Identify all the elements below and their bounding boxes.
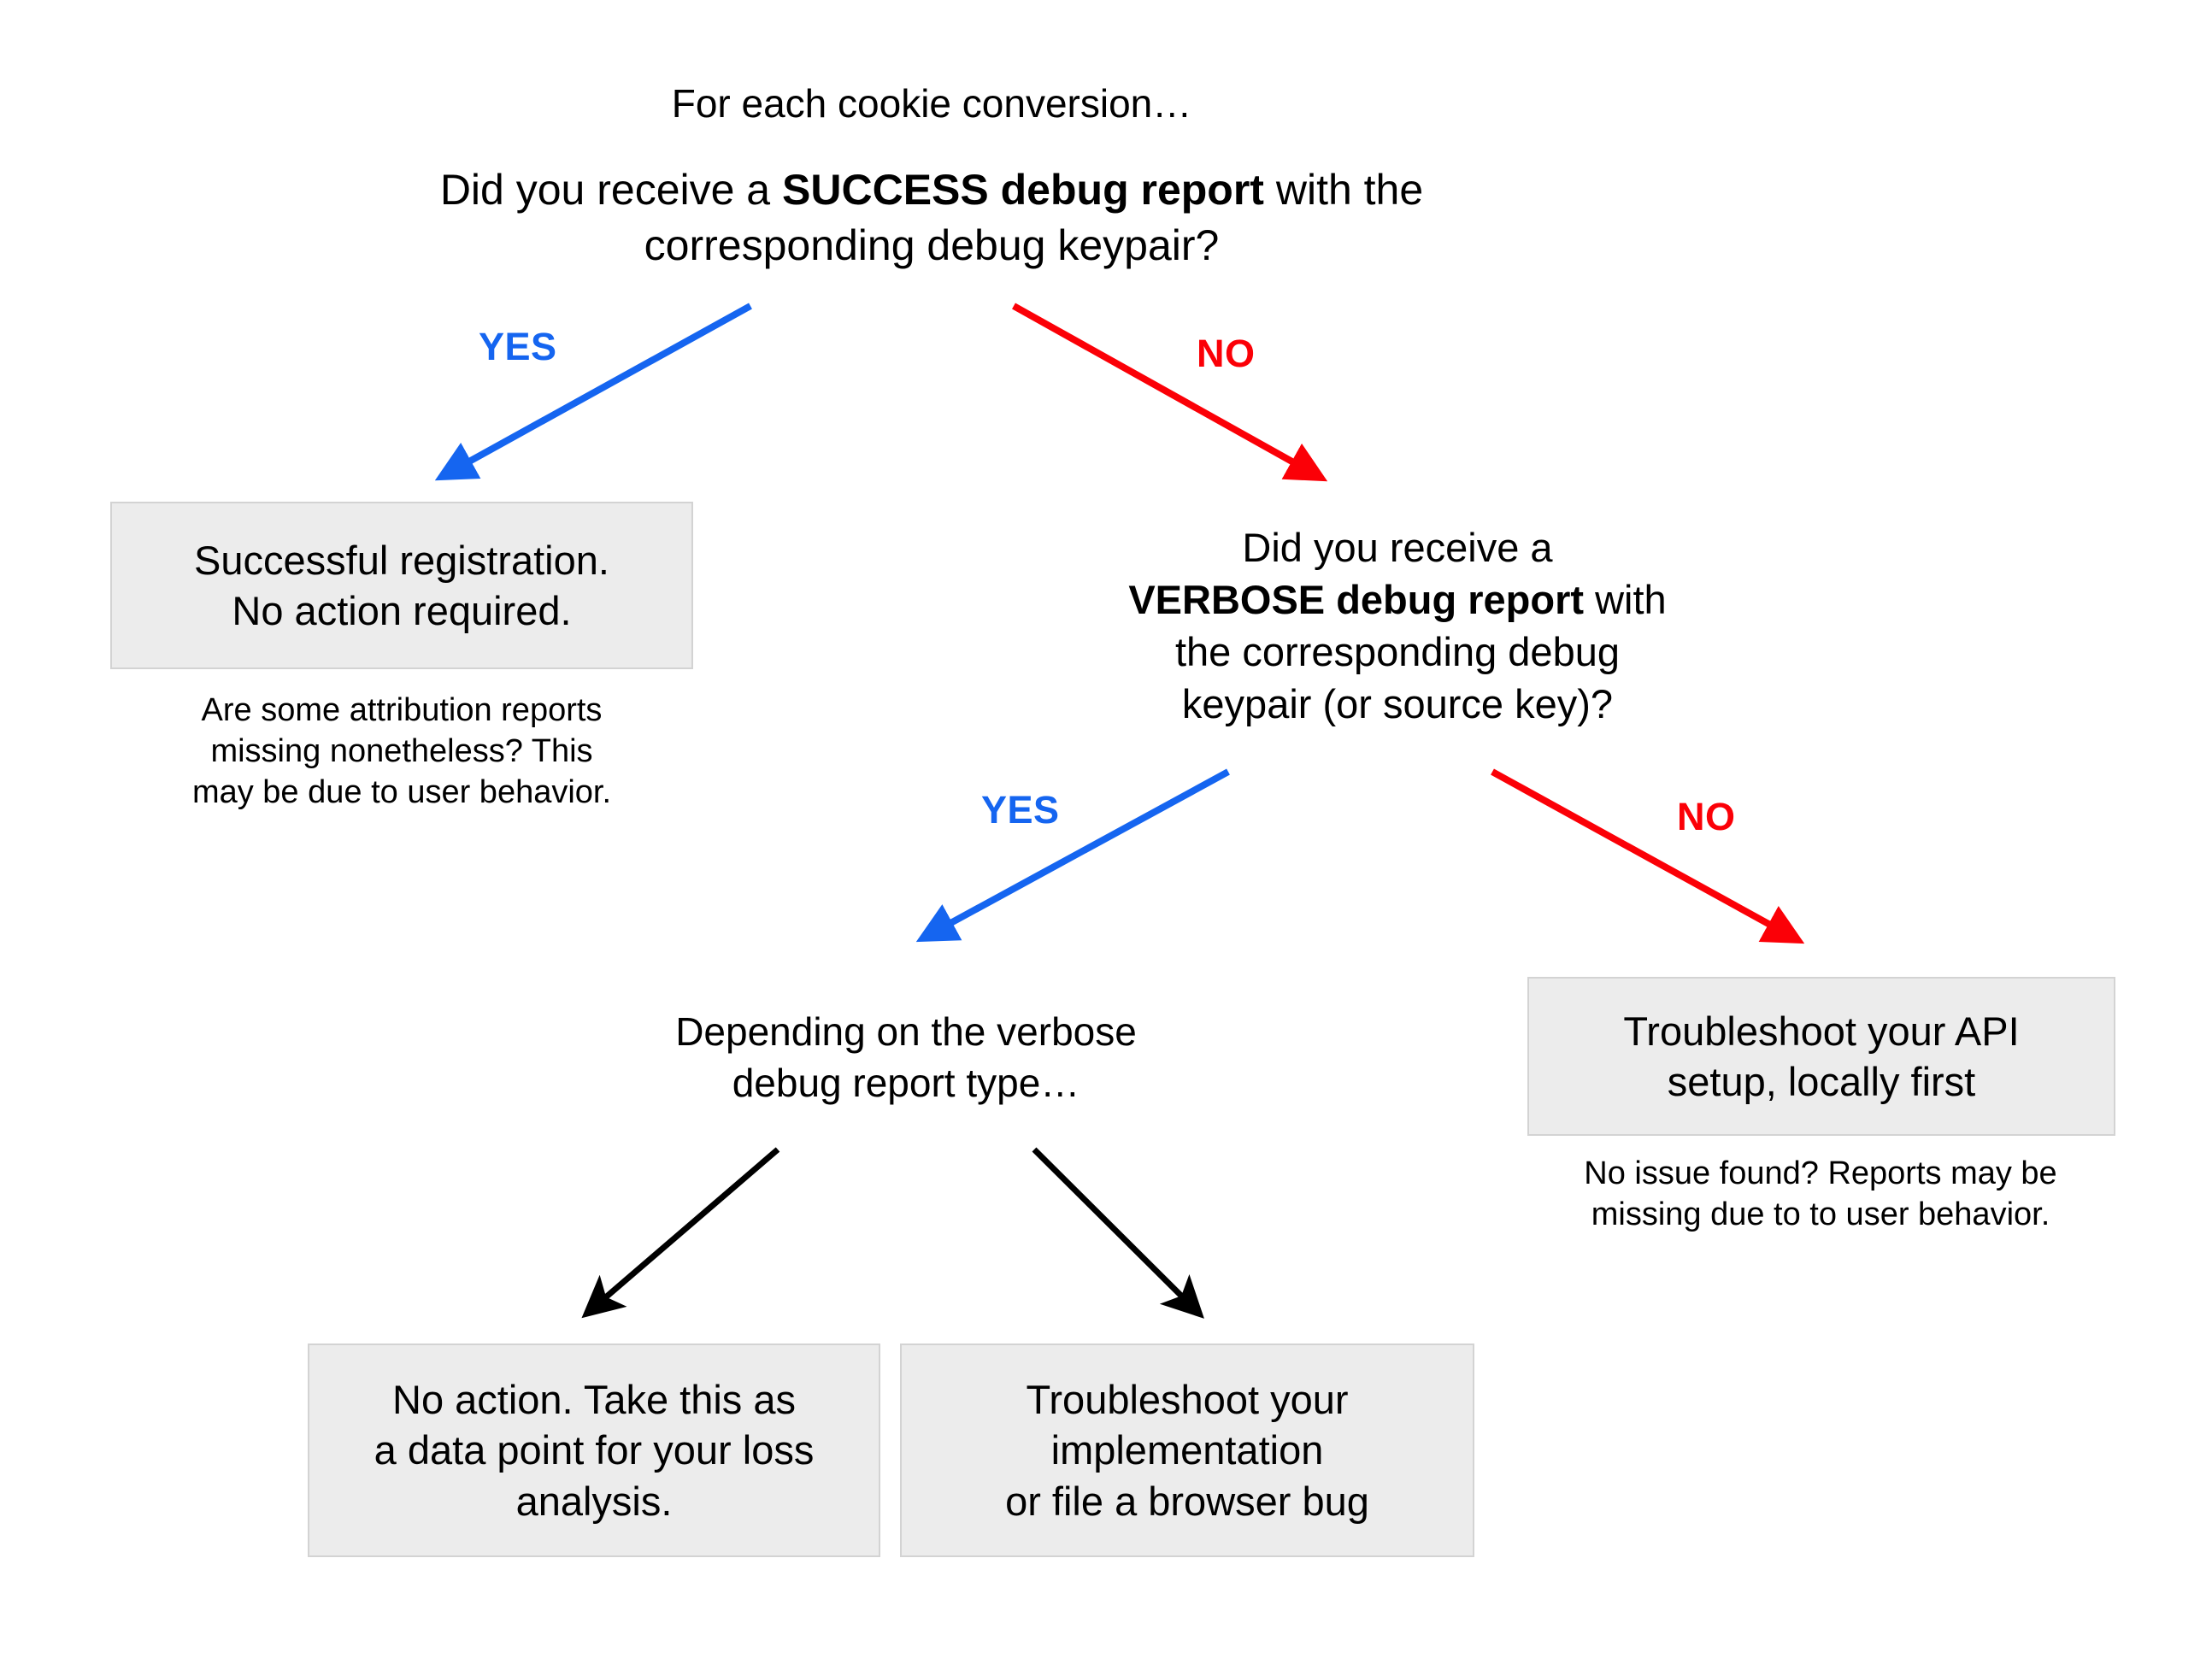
root-question-prefix: Did you receive a — [439, 166, 783, 214]
box-successful-registration[interactable]: Successful registration. No action requi… — [110, 502, 693, 669]
edge-label-verbose-yes: YES — [981, 788, 1060, 832]
caption-attribution-missing-note: Are some attribution reports missing non… — [191, 692, 612, 810]
verbose-question-emphasis: VERBOSE debug report — [1128, 577, 1585, 623]
verbose-question-suffix: with the corresponding debug keypair (or… — [1174, 577, 1667, 727]
verbose-question-prefix: Did you receive a — [1242, 525, 1553, 570]
branch-split-text: Depending on the verbose debug report ty… — [675, 1009, 1137, 1105]
box-no-action-loss-analysis[interactable]: No action. Take this as a data point for… — [308, 1343, 880, 1557]
box-troubleshoot-implementation[interactable]: Troubleshoot your implementation or file… — [900, 1343, 1474, 1557]
box-troubleshoot-api-setup[interactable]: Troubleshoot your API setup, locally fir… — [1527, 977, 2115, 1136]
root-question-emphasis: SUCCESS debug report — [782, 166, 1264, 214]
edge-label-root-yes: YES — [479, 325, 557, 368]
arrow-type-left — [581, 1147, 780, 1319]
edge-label-root-no: NO — [1197, 332, 1256, 375]
root-question: Did you receive a SUCCESS debug report w… — [274, 162, 1590, 273]
edge-label-verbose-no: NO — [1677, 795, 1736, 838]
caption-no-issue-found-note: No issue found? Reports may be missing d… — [1584, 1155, 2057, 1232]
lead-text: For each cookie conversion… — [671, 81, 1192, 126]
arrow-type-right — [1032, 1147, 1204, 1319]
root-question-suffix: with the corresponding debug keypair? — [644, 166, 1424, 269]
verbose-question: Did you receive a VERBOSE debug report w… — [1000, 521, 1795, 730]
